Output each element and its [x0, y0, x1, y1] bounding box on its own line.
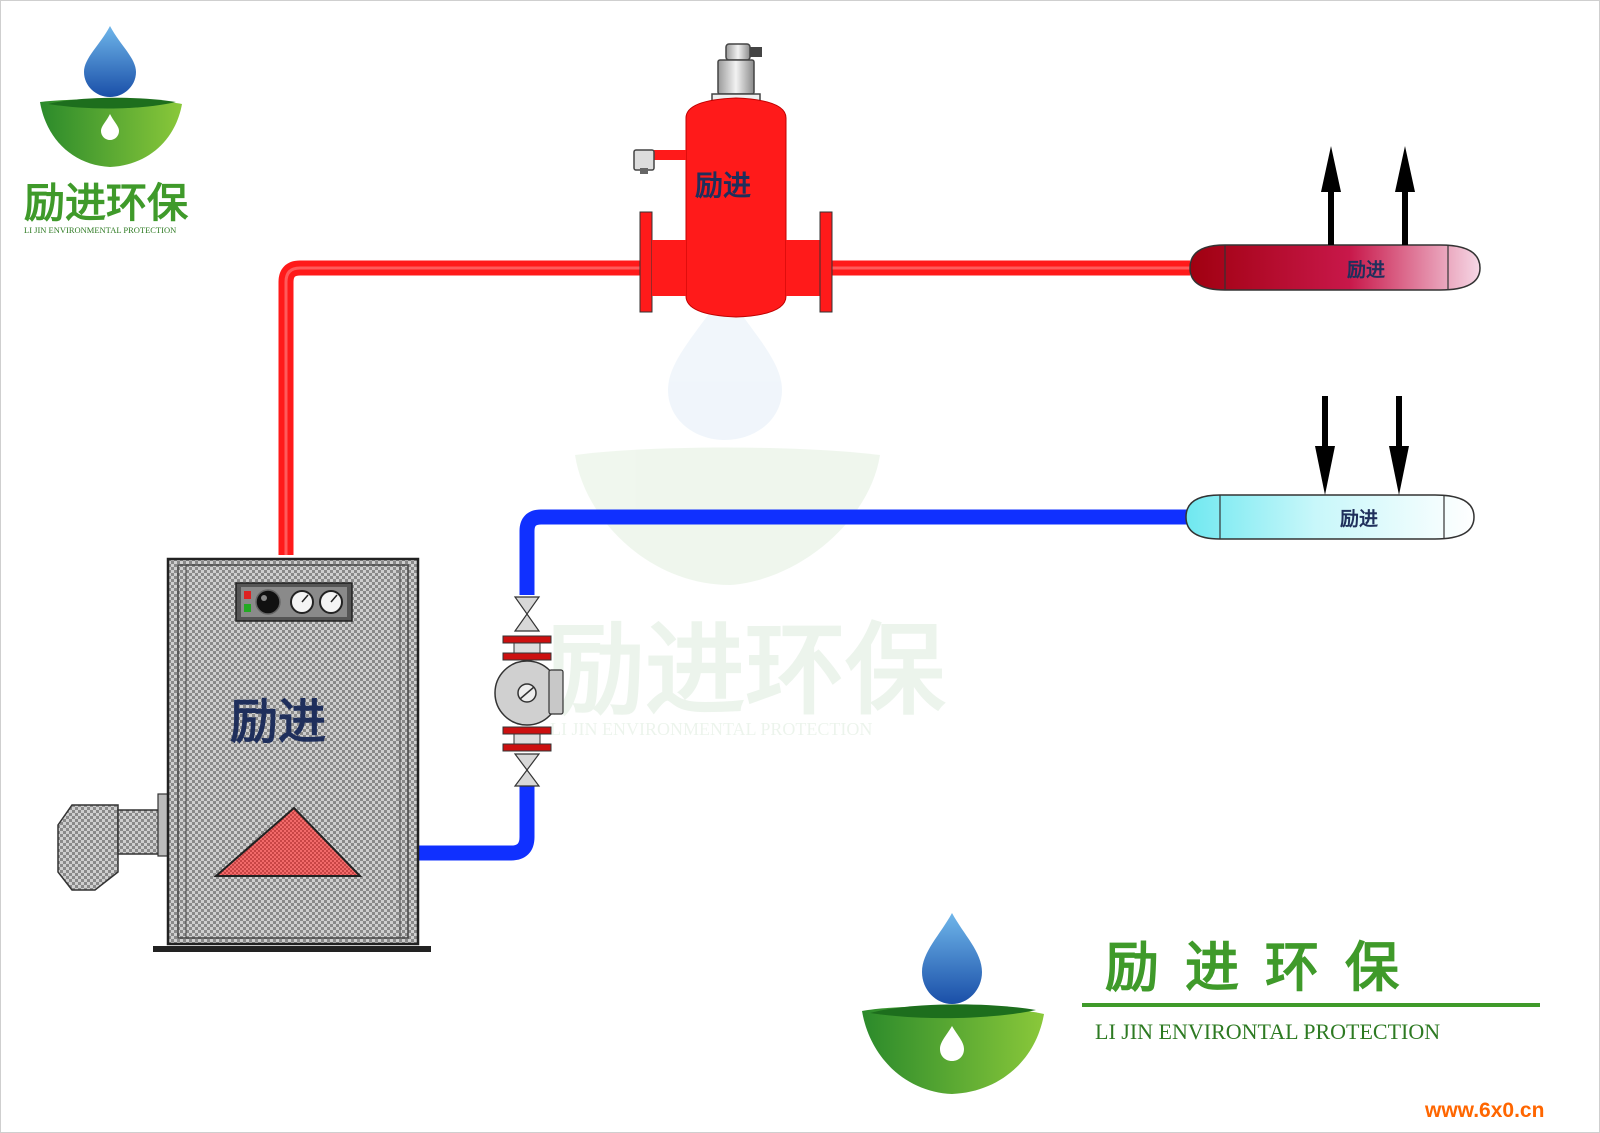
boiler-cabinet	[166, 557, 420, 946]
hot-header-label: 励进	[1347, 259, 1385, 281]
boiler: 励进	[57, 557, 431, 952]
control-knob-icon	[255, 589, 281, 615]
water-drop-icon	[922, 913, 982, 1004]
website-watermark: www.6x0.cn	[1424, 1099, 1544, 1122]
separator-body	[685, 97, 787, 318]
burner	[57, 804, 119, 891]
lower-valve-icon	[513, 753, 541, 771]
brand-name-en-large: LI JIN ENVIRONTAL PROTECTION	[1095, 1019, 1440, 1044]
green-indicator-icon	[244, 604, 251, 612]
boiler-base	[153, 946, 431, 952]
brand-name-en-small: LI JIN ENVIRONMENTAL PROTECTION	[24, 225, 176, 235]
outlet-flange	[819, 211, 833, 313]
watermark-cn: 励进环保	[545, 612, 946, 729]
flame-window-icon	[213, 806, 363, 877]
brand-name-cn-large: 励进环保	[1105, 936, 1425, 999]
red-indicator-icon	[244, 591, 251, 599]
drain-valve	[633, 149, 655, 171]
up-arrow-icon	[1395, 146, 1415, 192]
up-arrow-icon	[1321, 146, 1341, 192]
watermark-drop-icon	[668, 290, 782, 440]
pump-terminal-box	[548, 669, 564, 715]
control-panel	[235, 582, 353, 622]
automatic-air-vent	[717, 59, 755, 95]
down-arrow-icon	[1315, 446, 1335, 495]
small-drop-icon	[101, 114, 119, 140]
cold-water-header: 励进	[1185, 396, 1475, 540]
air-separator: 励进	[633, 43, 833, 318]
inlet-flange	[639, 211, 653, 313]
small-drop-icon	[940, 1026, 964, 1061]
hot-supply-pipe	[278, 260, 1190, 555]
brand-name-cn: 励进环保	[24, 179, 189, 227]
brand-logo-top-left: 励进环保 LI JIN ENVIRONMENTAL PROTECTION	[24, 26, 189, 235]
hot-water-header: 励进	[1189, 146, 1481, 291]
water-drop-icon	[84, 26, 136, 97]
separator-label: 励进	[695, 169, 751, 202]
watermark-en: LI JIN ENVIRONMENTAL PROTECTION	[550, 719, 872, 739]
upper-valve-icon	[513, 596, 541, 616]
boiler-label: 励进	[230, 694, 326, 750]
cold-header-label: 励进	[1340, 508, 1378, 530]
cold-return-pipe	[418, 509, 1190, 861]
circulation-pump-assembly	[494, 596, 564, 787]
down-arrow-icon	[1389, 446, 1409, 495]
brand-logo-bottom: 励进环保 LI JIN ENVIRONTAL PROTECTION	[862, 913, 1540, 1094]
vent-cap	[725, 43, 751, 61]
